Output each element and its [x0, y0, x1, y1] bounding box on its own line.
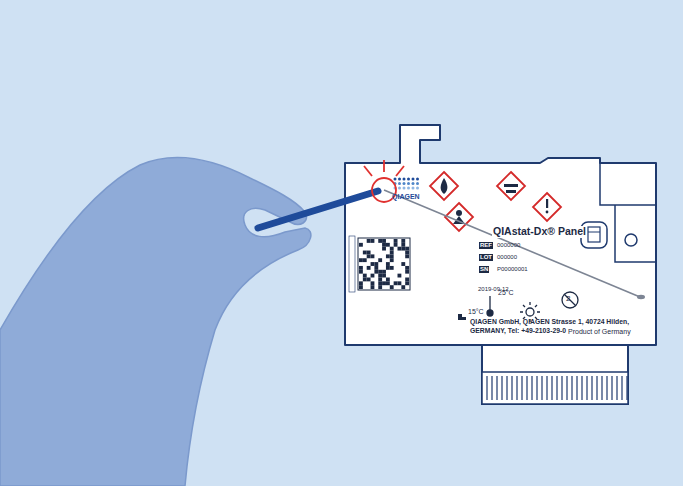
label-text: QIAstat-Dx® Panel	[492, 226, 587, 238]
swab-shaft	[384, 190, 640, 297]
field-code: REF	[479, 242, 493, 249]
label-text: GERMANY, Tel: +49-2103-29-0	[470, 327, 566, 334]
swab-tip	[637, 295, 645, 299]
hazard-pictograms	[430, 172, 561, 231]
label-text: 2	[566, 295, 570, 304]
field-code: SN	[479, 266, 489, 273]
logo-dots	[394, 178, 420, 190]
label-text: 15°C	[468, 308, 484, 316]
label-text: Product of Germany	[568, 328, 631, 336]
field-code: LOT	[479, 254, 493, 261]
label-text: P00000001	[497, 266, 528, 273]
cartridge-connector	[482, 344, 628, 404]
label-text: 25°C	[498, 289, 514, 297]
hand	[0, 158, 311, 486]
swab-stick	[258, 191, 378, 228]
cartridge-body	[345, 125, 656, 345]
label-text: QIAGEN	[392, 193, 420, 201]
hazard-symbols	[441, 178, 549, 224]
barcode-strip	[349, 236, 355, 292]
qr-code	[358, 238, 410, 290]
label-text: QIAGEN GmbH, QIAGEN Strasse 1, 40724 Hil…	[470, 318, 629, 325]
storage-symbols	[458, 292, 578, 322]
label-text: 0000000	[497, 242, 520, 249]
label-text: 000000	[497, 254, 517, 261]
